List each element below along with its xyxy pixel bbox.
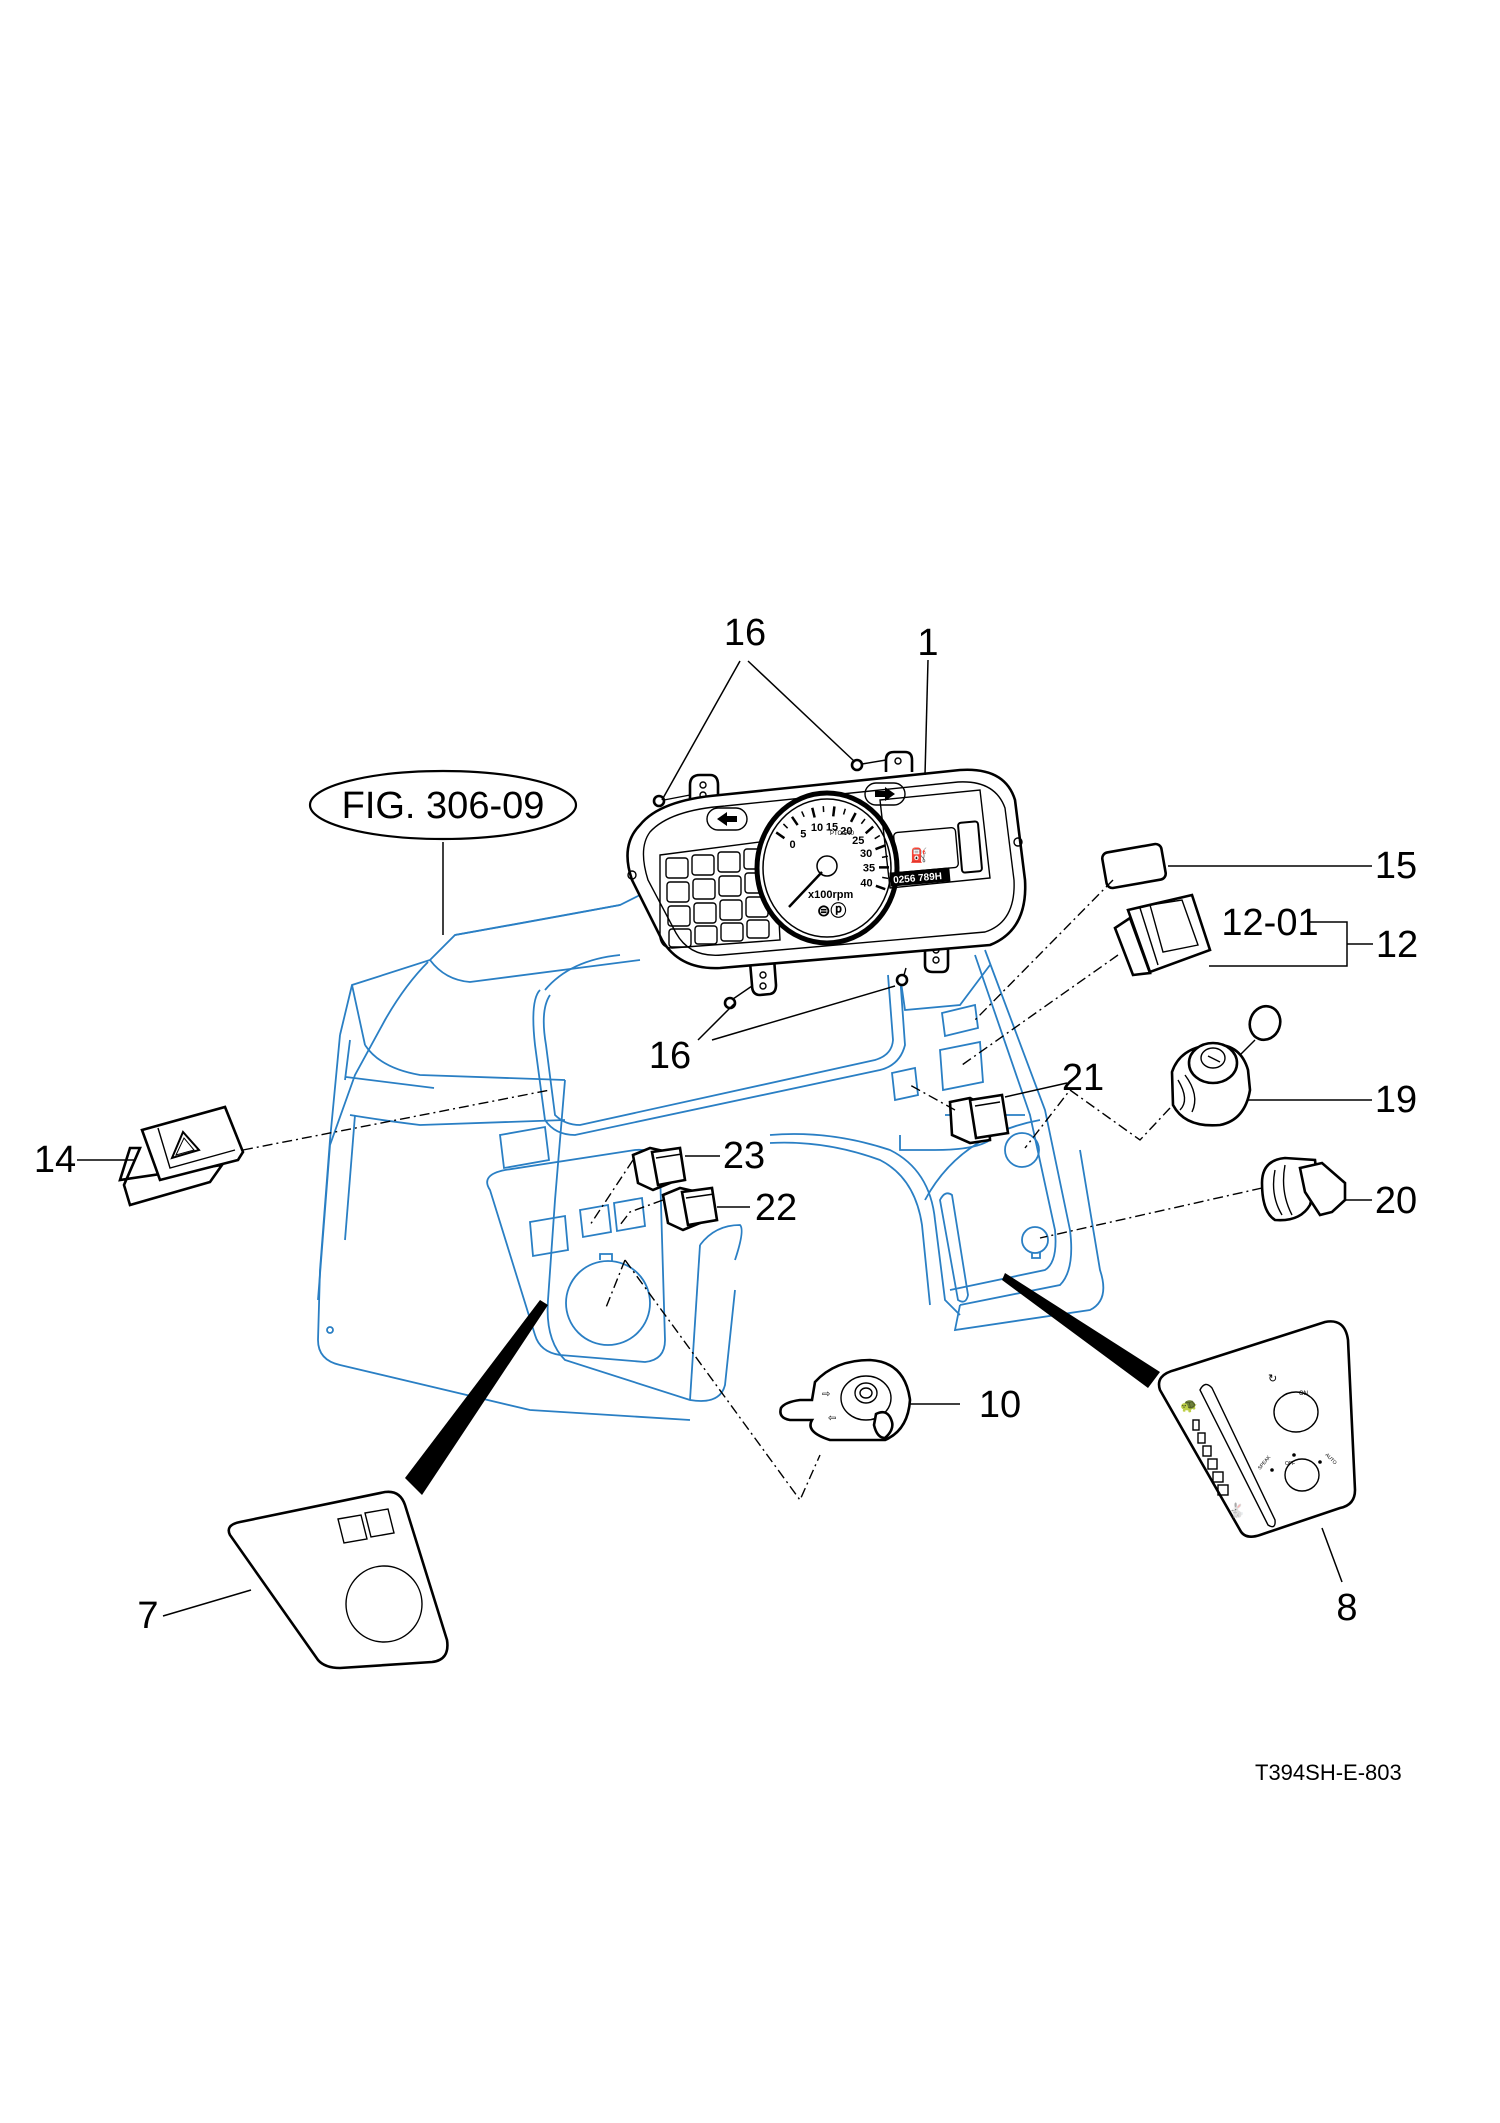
gauge-tick-label: 10: [811, 822, 823, 834]
left-panel-plate[interactable]: [227, 1490, 449, 1670]
leader-lines: [77, 659, 1373, 1617]
gauge-tick: [831, 806, 836, 817]
gauge-tick-label: 35: [863, 863, 875, 875]
gauge-tick-label: 20: [840, 826, 852, 838]
panel8-on-label: ON: [1299, 1391, 1308, 1397]
callout-15: 15: [1375, 845, 1417, 887]
gauge-tick-marks: [775, 806, 890, 891]
callout-20: 20: [1375, 1180, 1417, 1222]
gauge-tick-label: 30: [860, 848, 872, 860]
figure-reference-label: FIG. 306-09: [342, 785, 545, 827]
drawing-code: T394SH-E-803: [1255, 1760, 1402, 1785]
figure-reference-callout[interactable]: FIG. 306-09: [308, 769, 578, 841]
rabbit-icon: 🐇: [1228, 1502, 1245, 1519]
callout-19: 19: [1375, 1079, 1417, 1121]
pointer-wedge-left: [405, 1300, 548, 1495]
screw-lower-right[interactable]: [895, 967, 909, 987]
gauge-tick-label: 40: [860, 877, 872, 889]
oil-level-icon: ⛽: [910, 847, 927, 864]
gauge-tick: [864, 825, 874, 835]
rotate-icon: ↻: [1268, 1373, 1277, 1385]
gauge-tick: [842, 808, 847, 815]
warning-light-grid: [665, 848, 770, 948]
speed-level-indicators: [1192, 1419, 1229, 1496]
gauge-tick: [782, 823, 789, 829]
arrow-left-icon: ⇦: [828, 1413, 836, 1424]
gauge-tick: [775, 831, 786, 840]
callout-16-lower: 16: [649, 1035, 691, 1077]
right-panel-plate[interactable]: 🐢 🐇 ↻ ON OFF SPEAK AUTO: [1157, 1320, 1357, 1538]
gauge-tick: [801, 811, 805, 818]
callout-10: 10: [979, 1384, 1021, 1426]
push-switch-upper[interactable]: [631, 1146, 687, 1192]
rocker-switch[interactable]: [1113, 893, 1212, 977]
odometer-readout: 0256 789H: [893, 871, 943, 886]
screw-upper-right[interactable]: [850, 758, 887, 772]
dashboard-panel-housing: [317, 894, 1105, 1421]
arrow-right-icon: ⇨: [822, 1389, 830, 1400]
gauge-tick-label: 5: [800, 828, 806, 840]
right-turn-indicator: [864, 782, 906, 806]
gauge-tick-label: 0: [790, 839, 796, 851]
gauge-tick: [849, 812, 857, 823]
turtle-icon: 🐢: [1180, 1397, 1197, 1413]
callout-12-01: 12-01: [1221, 902, 1318, 944]
gauge-tick: [860, 818, 866, 825]
callout-8: 8: [1336, 1587, 1357, 1629]
callout-1: 1: [917, 622, 938, 664]
push-switch-lower[interactable]: [661, 1186, 719, 1232]
gauge-tick: [790, 816, 799, 826]
callout-14: 14: [34, 1139, 76, 1181]
gauge-tick: [874, 834, 881, 840]
knob-position-off: OFF: [1285, 1461, 1295, 1467]
engine-warning-icon: ⊜ⓟ: [817, 901, 846, 920]
callout-12: 12: [1376, 924, 1418, 966]
left-turn-indicator: [706, 807, 748, 831]
push-switch-right[interactable]: [948, 1093, 1010, 1145]
gauge-tick: [875, 884, 886, 891]
lcd-display: ⛽ 0256 789H: [879, 789, 991, 889]
pointer-wedge-right: [1002, 1273, 1160, 1388]
callout-16-upper: 16: [724, 612, 766, 654]
assembly-lines: [242, 879, 1263, 1502]
hazard-switch[interactable]: [118, 1105, 245, 1207]
combination-switch[interactable]: ⇨ ⇦: [779, 1358, 912, 1442]
callout-23: 23: [723, 1135, 765, 1177]
gauge-tick-label: 15: [826, 821, 838, 833]
callout-22: 22: [755, 1187, 797, 1229]
gauge-unit-label: x100rpm: [808, 889, 853, 901]
gauge-tick: [882, 876, 889, 880]
callout-21: 21: [1062, 1057, 1104, 1099]
rotary-knob-switch[interactable]: [1260, 1156, 1347, 1222]
screw-lower-left[interactable]: [723, 985, 753, 1010]
gauge-pto-label: PTO 540: [830, 831, 855, 837]
gauge-tick-label: 25: [852, 835, 864, 847]
callout-labels: 1 16 16 15 12-01 12 21 19 20 14 23 22 10…: [34, 612, 1418, 1637]
gauge-tick: [811, 807, 816, 818]
ignition-key-switch[interactable]: [1170, 1002, 1285, 1127]
blank-plug[interactable]: [1100, 842, 1168, 890]
screw-upper-left[interactable]: [652, 794, 691, 808]
gauge-tick: [875, 844, 886, 851]
callout-7: 7: [137, 1595, 158, 1637]
